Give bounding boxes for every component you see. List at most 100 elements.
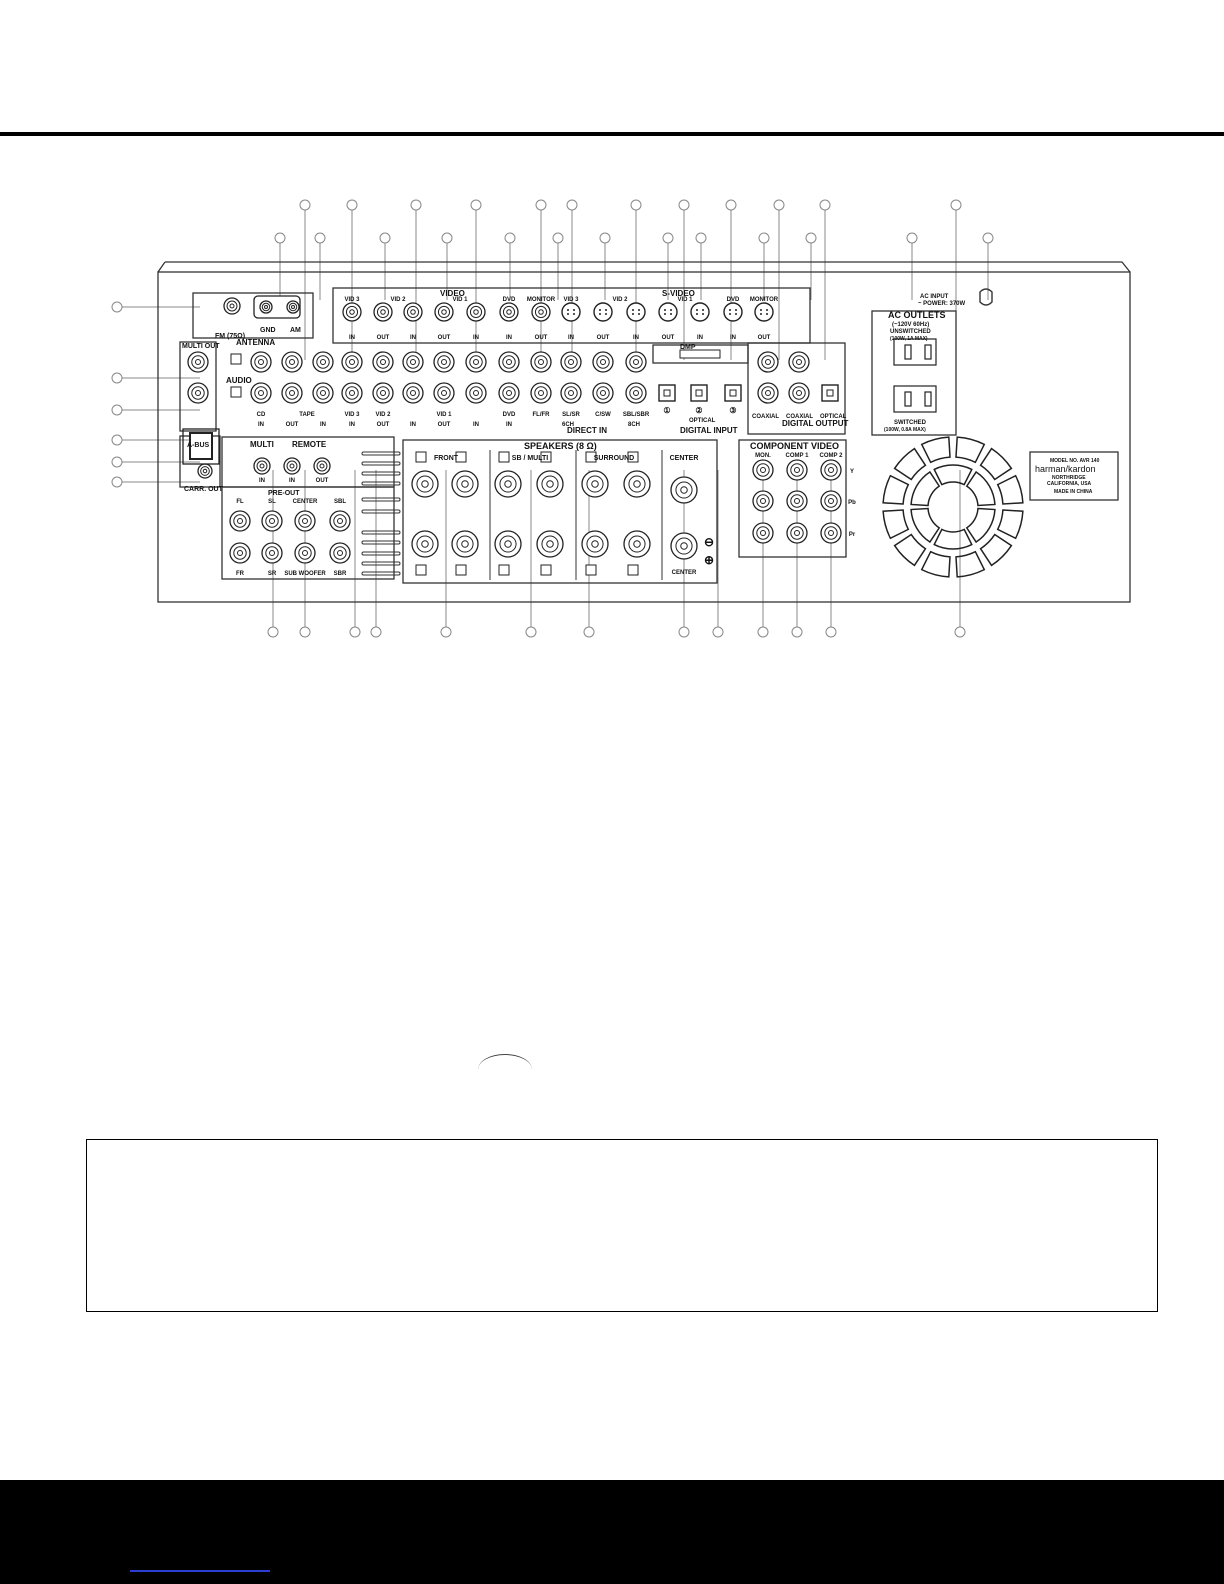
footer-link-underline [130,1570,270,1572]
callout-lines [111,199,994,638]
direct-in-jack-bottom-inner [564,386,578,400]
label-plate-state: CALIFORNIA, USA [1047,481,1092,487]
speaker-post-top-inner [628,475,646,493]
remote-out-label: OUT [316,478,329,484]
svideo-jack-pin [638,309,640,311]
audio-jack-bottom-pin [410,390,416,396]
svideo-jack-label: VID 2 [612,297,628,303]
svideo-jack-pin [605,313,607,315]
audio-jack-label: VID 3 [344,412,360,418]
svideo-jack [723,302,743,322]
speaker-post-top-pin [591,480,599,488]
speaker-group-label: SURROUND [594,455,634,462]
callout-marker [111,476,123,488]
callout-marker [410,199,422,211]
audio-jack-bottom-inner [469,386,483,400]
speaker-post-top-pin [546,480,554,488]
multi-in-jack-pin [259,463,265,469]
audio-jack-label: TAPE [299,412,315,418]
speaker-post-bottom-pin [421,540,429,548]
video-jack-pin [410,309,416,315]
video-jack-label: VID 1 [452,297,468,303]
audio-jack-top-inner [376,355,390,369]
vent-slot [361,530,401,535]
svideo-jack [593,302,613,322]
video-io-label: IN [410,335,416,341]
speaker-group-label: FRONT [434,455,459,462]
fan-grille-segment [955,436,986,464]
callout-marker [267,626,279,638]
audio-jack-bottom-pin [506,390,512,396]
antenna-fm-jack-pin [229,303,235,309]
video-jack-inner [502,305,516,319]
video-jack-inner [437,305,451,319]
audio-square [230,386,242,398]
digital-optical-output-window [826,389,834,397]
vent-slot [361,509,401,514]
direct-in-jack-top-inner [564,355,578,369]
svideo-jack [626,302,646,322]
audio-io-label: OUT [377,422,390,428]
speaker-post-bottom-inner [499,535,517,553]
svideo-jack-label: MONITOR [750,297,779,303]
speaker-square [498,564,510,576]
chassis-outline [157,271,1131,603]
video-io-label: OUT [438,335,451,341]
direct-in-label: FL/FR [533,412,551,418]
direct-in-6ch-label: 6CH [562,422,574,428]
direct-in-jack-top-pin [600,359,606,365]
svideo-jack-pin [760,313,762,315]
svideo-jack-pin [573,313,575,315]
speaker-center-top-inner [675,481,693,499]
speaker-post-bottom-pin [633,540,641,548]
multi-title: MULTI [250,440,274,449]
callout-marker [825,626,837,638]
svideo-jack-pin [729,309,731,311]
video-jack-pin [473,309,479,315]
callout-marker [379,232,391,244]
svideo-io-label: IN [730,335,736,341]
svideo-jack-pin [632,313,634,315]
label-plate [1029,451,1119,501]
fan-grille-segment [979,533,1013,567]
speaker-center-bottom-pin [680,542,688,550]
direct-in-jack-top-inner [534,355,548,369]
multi-in-jack-inner [256,460,268,472]
footer-bar [0,1480,1224,1584]
direct-in-jack-bottom-inner [534,386,548,400]
callout-marker [111,301,123,313]
fan-grille-segment [893,533,927,567]
fan-grille-segment [955,550,986,578]
callout-marker [314,232,326,244]
antenna-am-label: AM [290,327,301,334]
audio-jack-bottom-pin [473,390,479,396]
video-jack-label: VID 3 [344,297,360,303]
callout-marker [552,232,564,244]
audio-io-label: IN [320,422,326,428]
fan-grille-segment [933,528,973,550]
label-plate-origin: MADE IN CHINA [1054,489,1093,495]
fan-grille-segment [882,509,910,540]
preout-jack-top-pin [269,518,275,524]
direct-in-jack-bottom-pin [633,390,639,396]
audio-jack-top-inner [469,355,483,369]
antenna-gnd-label: GND [260,327,276,334]
abus-socket-icon [189,432,213,460]
preout-top-label: SL [268,499,276,505]
vent-slot [361,461,401,466]
callout-marker [525,626,537,638]
audio-square [230,353,242,365]
fan-grille-segment [965,470,996,507]
svideo-jack-label: VID 3 [563,297,579,303]
antenna-title: ANTENNA [236,338,275,347]
callout-marker [583,626,595,638]
callout-marker [111,372,123,384]
audio-jack-bottom-pin [441,390,447,396]
multi-out-jack-inner [191,355,205,369]
digital-coax-jack-pin [765,390,771,396]
direct-in-jack-top-inner [629,355,643,369]
callout-marker [950,199,962,211]
audio-io-label: IN [410,422,416,428]
